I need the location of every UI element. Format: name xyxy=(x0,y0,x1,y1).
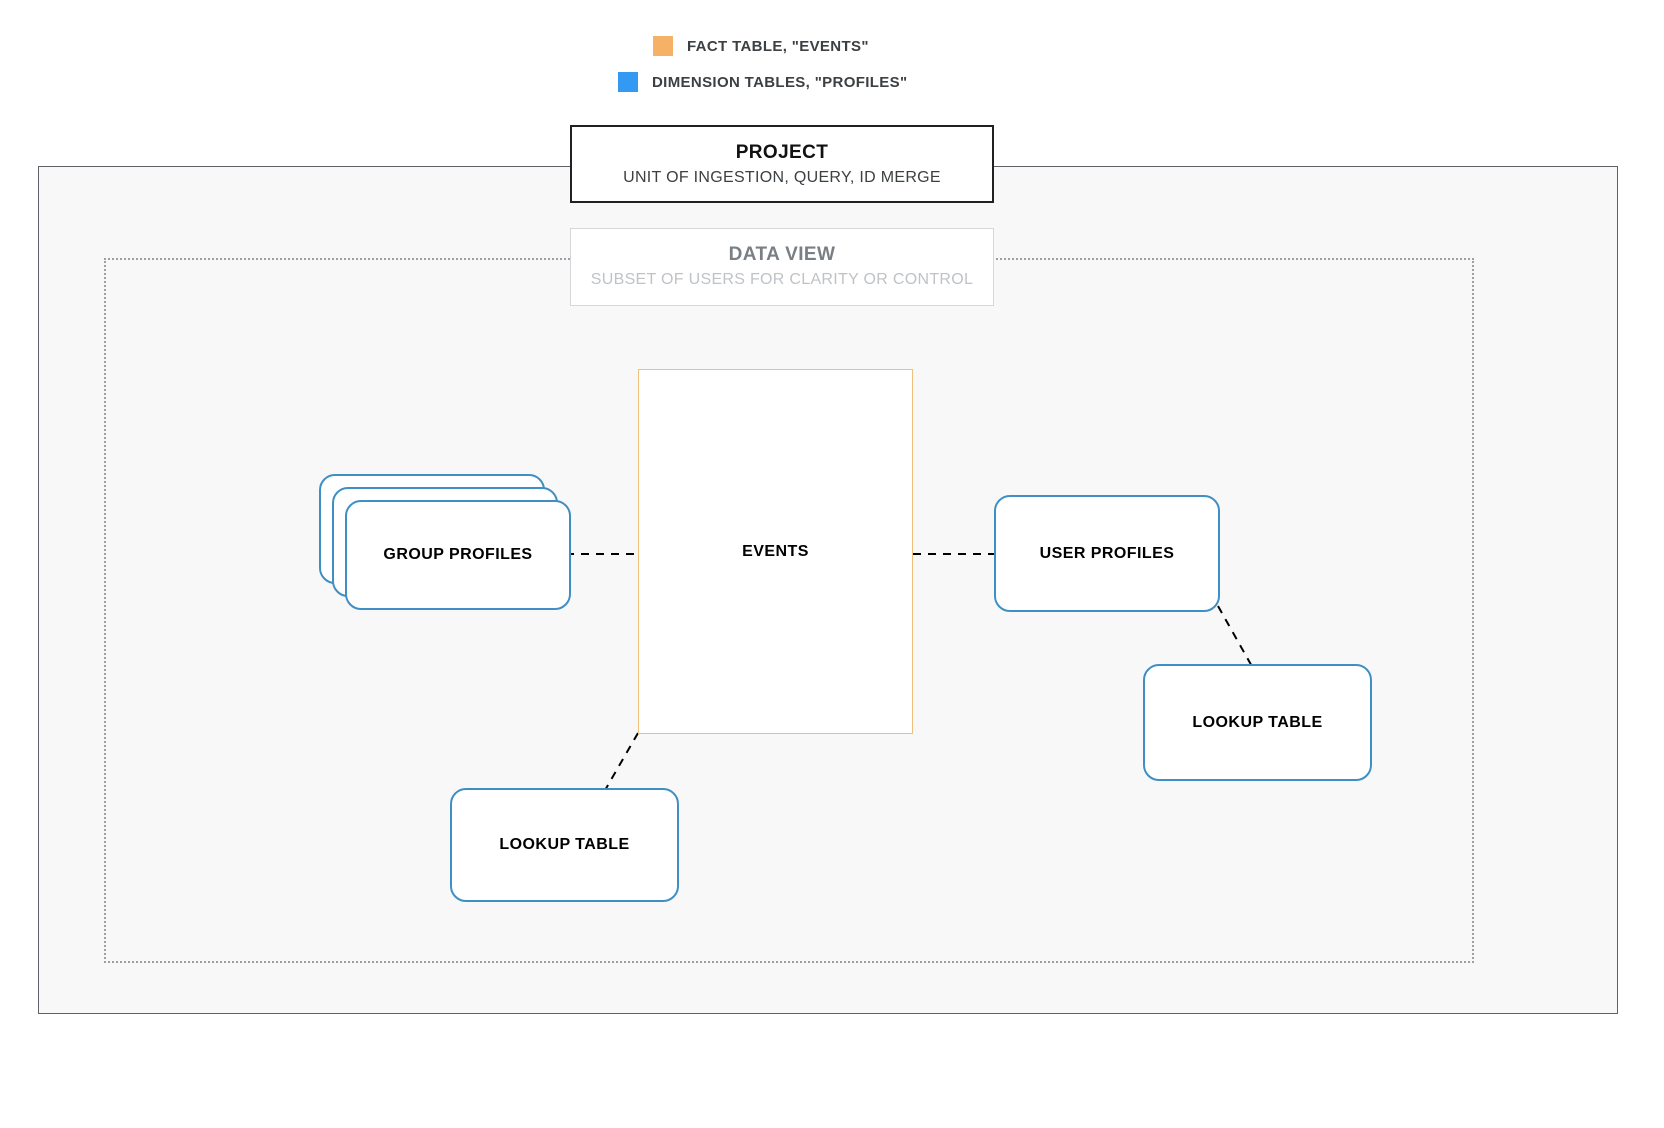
legend-swatch-blue-icon xyxy=(618,72,638,92)
node-lookup-table-left[interactable]: LOOKUP TABLE xyxy=(450,788,679,902)
node-user-profiles[interactable]: USER PROFILES xyxy=(994,495,1220,612)
legend-label-fact-table: FACT TABLE, "EVENTS" xyxy=(687,37,869,55)
legend-item-dimension-tables: DIMENSION TABLES, "PROFILES" xyxy=(618,72,907,92)
legend-item-fact-table: FACT TABLE, "EVENTS" xyxy=(653,36,869,56)
node-lookup-table-right[interactable]: LOOKUP TABLE xyxy=(1143,664,1372,781)
node-group-profiles[interactable]: GROUP PROFILES xyxy=(319,474,571,610)
node-events-label: EVENTS xyxy=(742,542,809,560)
node-group-profiles-label: GROUP PROFILES xyxy=(383,546,533,563)
data-view-header-box: DATA VIEW SUBSET OF USERS FOR CLARITY OR… xyxy=(570,228,994,306)
data-view-title: DATA VIEW xyxy=(728,244,836,265)
node-user-profiles-label: USER PROFILES xyxy=(1039,544,1175,562)
node-lookup-table-left-label: LOOKUP TABLE xyxy=(499,836,630,853)
data-view-subtitle: SUBSET OF USERS FOR CLARITY OR CONTROL xyxy=(590,270,974,288)
project-title: PROJECT xyxy=(735,142,829,163)
node-events[interactable]: EVENTS xyxy=(638,369,913,734)
legend-label-dimension-tables: DIMENSION TABLES, "PROFILES" xyxy=(652,73,908,91)
node-lookup-table-right-label: LOOKUP TABLE xyxy=(1192,713,1323,731)
project-subtitle: UNIT OF INGESTION, QUERY, ID MERGE xyxy=(623,168,941,186)
legend-swatch-orange-icon xyxy=(653,36,673,56)
project-header-box: PROJECT UNIT OF INGESTION, QUERY, ID MER… xyxy=(570,125,994,203)
group-profiles-stack-card-front[interactable]: GROUP PROFILES xyxy=(345,500,571,610)
